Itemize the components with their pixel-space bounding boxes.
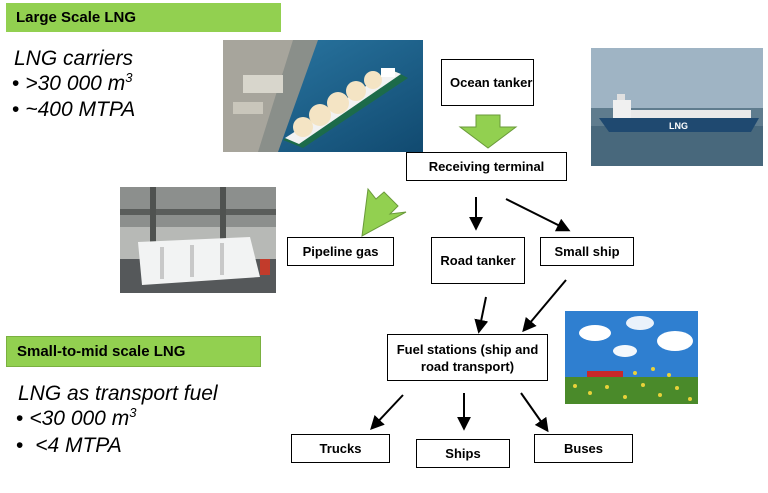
small-scale-title: LNG as transport fuel — [18, 382, 218, 405]
arrow-fuel-station-to-trucks — [370, 394, 404, 431]
small-scale-bullet-1: •<30 000 m3 — [16, 405, 137, 430]
lng-ship-photo: LNG — [591, 48, 763, 166]
bullet-icon: • — [16, 434, 24, 457]
pipeline-station-photo — [120, 187, 276, 293]
green-block-arrow-down — [458, 114, 518, 149]
node-ocean-tanker: Ocean tanker — [441, 59, 534, 106]
large-scale-bullet-1: •>30 000 m3 — [12, 70, 133, 95]
node-receiving-terminal: Receiving terminal — [406, 152, 567, 181]
node-road-tanker: Road tanker — [431, 237, 525, 284]
large-scale-title: LNG carriers — [14, 47, 134, 70]
large-scale-bullet-2: •~400 MTPA — [12, 98, 136, 121]
arrow-terminal-to-small-ship — [505, 198, 571, 232]
node-small-ship: Small ship — [540, 237, 634, 266]
node-ships: Ships — [416, 439, 510, 468]
truck-field-photo — [565, 311, 698, 404]
node-trucks: Trucks — [291, 434, 390, 463]
node-buses: Buses — [534, 434, 633, 463]
lng-carrier-terminal-photo — [223, 40, 423, 152]
bullet-icon: • — [16, 407, 24, 430]
node-pipeline-gas: Pipeline gas — [287, 237, 394, 266]
arrow-small-ship-to-fuel-station — [522, 279, 567, 333]
arrow-road-tanker-to-fuel-station — [474, 296, 489, 334]
node-fuel-stations: Fuel stations (ship and road transport) — [387, 334, 548, 381]
small-scale-bullet-2: • <4 MTPA — [16, 434, 122, 457]
arrow-fuel-station-to-buses — [520, 392, 549, 433]
small-mid-scale-banner: Small-to-mid scale LNG — [6, 336, 261, 367]
ship-hull-lng-text: LNG — [669, 121, 688, 131]
bullet-icon: • — [12, 72, 20, 95]
large-scale-banner: Large Scale LNG — [6, 3, 281, 32]
bullet-icon: • — [12, 98, 20, 121]
green-block-arrow-diagonal — [361, 187, 407, 237]
